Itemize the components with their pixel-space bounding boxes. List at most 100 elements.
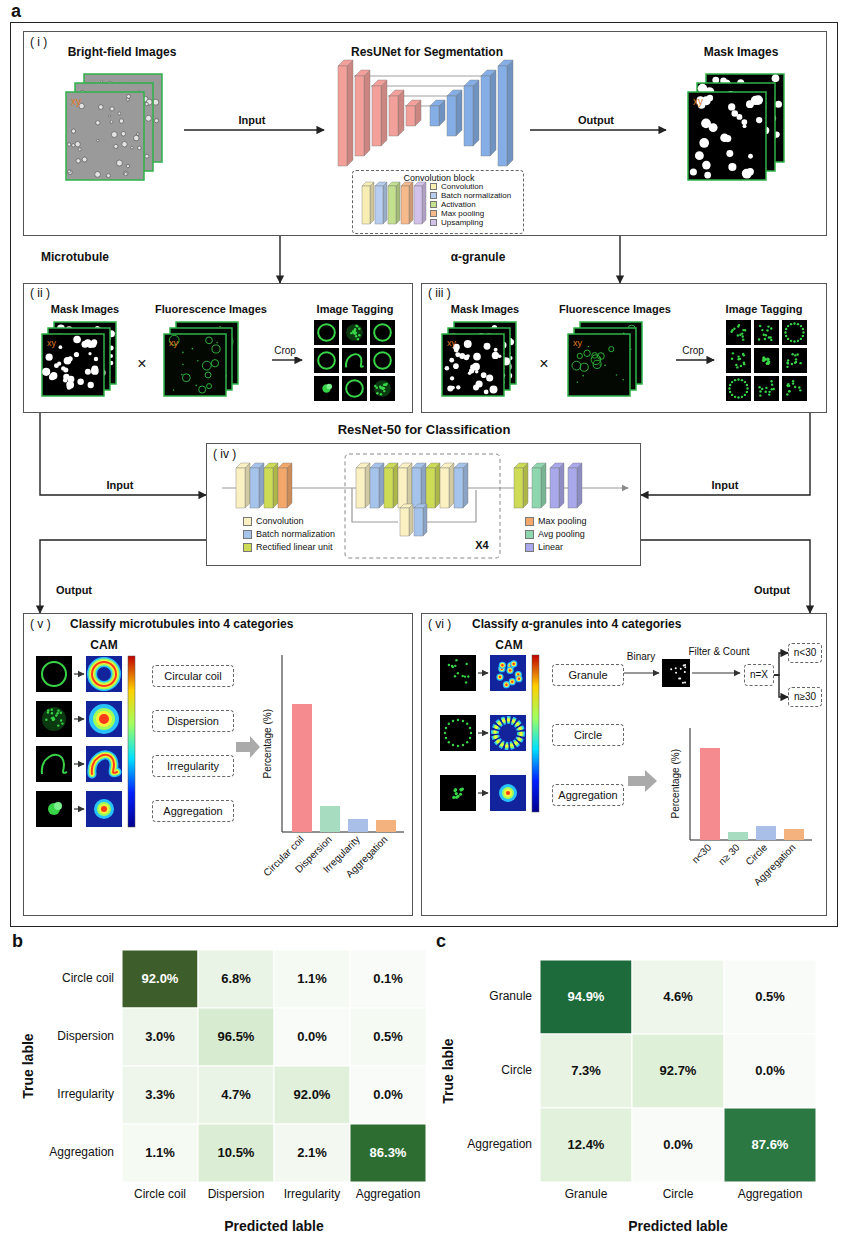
illustration-part (354, 331, 356, 333)
illustration-part (802, 331, 804, 333)
matrix-cell: 92.0% (294, 1088, 331, 1103)
illustration-part (463, 463, 468, 508)
step-panel: ( iii )Mask ImagesxyFluorescence Imagesx… (421, 283, 827, 413)
illustration-part (104, 118, 107, 121)
illustration-part (205, 372, 211, 378)
illustration-part (514, 463, 528, 468)
illustration-part (465, 681, 467, 683)
row-header: Dispersion (57, 1030, 114, 1044)
illustration-part (205, 342, 207, 344)
step-number: ( ii ) (30, 287, 50, 301)
illustration-part (782, 320, 807, 345)
illustration-part (36, 656, 72, 692)
illustration-part (75, 142, 80, 147)
illustration-part (461, 787, 464, 790)
legend-swatch (430, 210, 437, 217)
illustration-part (354, 330, 356, 332)
illustration-part (101, 81, 103, 83)
illustration-part (504, 682, 509, 687)
illustration-part (500, 366, 504, 370)
step-number: ( iv ) (213, 448, 236, 462)
illustration-part (622, 357, 629, 364)
illustration-part (47, 709, 49, 711)
illustration-part (122, 950, 198, 1008)
illustration-part (759, 390, 761, 392)
image-stack (568, 322, 642, 396)
illustration-part (445, 727, 447, 729)
illustration-part (54, 322, 116, 384)
illustration-part (96, 363, 103, 370)
category-box: Aggregation (152, 800, 234, 822)
column-header: Dispersion (208, 1188, 265, 1202)
illustration-part (709, 106, 715, 112)
microtubule-examples (36, 656, 135, 827)
illustration-part (622, 379, 624, 381)
illustration-part (731, 394, 733, 396)
illustration-part (96, 711, 112, 727)
illustration-part (353, 332, 355, 334)
illustration-part (517, 673, 519, 675)
illustration-part (499, 784, 517, 802)
illustration-part (459, 353, 465, 359)
illustration-part (690, 168, 697, 175)
illustration-part (133, 106, 136, 109)
illustration-part (490, 70, 496, 156)
illustration-part (478, 672, 488, 673)
illustration-part (508, 663, 513, 668)
illustration-part (498, 332, 502, 336)
axis-tag: xy (47, 338, 56, 348)
illustration-part (500, 663, 505, 668)
illustration-part (400, 504, 413, 508)
illustration-part (599, 364, 601, 366)
edge-label: Input (105, 479, 136, 492)
illustration-part (675, 667, 677, 669)
illustration-part (379, 385, 381, 387)
illustration-part (731, 329, 733, 331)
illustration-part (577, 350, 584, 357)
image-group: Image Tagging (714, 296, 814, 410)
illustration-part (704, 162, 710, 168)
illustration-part (462, 744, 464, 746)
image-title: Mask Images (704, 46, 779, 60)
illustration-part (68, 356, 73, 361)
illustration-part (786, 362, 788, 364)
illustration-part (492, 325, 497, 330)
illustration-part (768, 133, 776, 141)
illustration-part (799, 362, 801, 364)
illustration-part (448, 723, 450, 725)
illustration-part (489, 328, 493, 332)
illustration-part (354, 76, 496, 77)
illustration-part (90, 163, 94, 167)
illustration-part (86, 99, 90, 103)
edge-label: Output (576, 114, 616, 127)
matrix-cell: 87.6% (752, 1138, 789, 1153)
illustration-part (440, 775, 476, 811)
illustration-part (697, 83, 775, 171)
illustration-part (454, 322, 516, 384)
flow-arrow (641, 413, 810, 495)
illustration-part (393, 463, 398, 508)
illustration-part (209, 361, 211, 363)
illustration-part (514, 468, 523, 508)
illustration-part (787, 325, 789, 327)
illustration-part (375, 186, 383, 224)
illustration-part (94, 357, 98, 361)
image-group: Mask Imagesxy (666, 42, 816, 192)
illustration-part (622, 375, 629, 382)
illustration-part (97, 94, 102, 99)
step-label: Filter & Count (688, 646, 749, 658)
illustration-part (550, 468, 559, 508)
flow-arrow (40, 413, 206, 495)
illustration-part (99, 804, 109, 814)
illustration-part (762, 113, 771, 122)
illustration-part (742, 353, 744, 355)
illustration-part (802, 335, 804, 337)
illustration-part (787, 362, 789, 364)
axis-tag: xy (573, 338, 582, 348)
illustration-part (99, 714, 109, 724)
illustration-part (57, 724, 59, 726)
illustration-part (219, 326, 221, 328)
illustration-part (511, 662, 516, 667)
illustration-part (746, 391, 748, 393)
illustration-part (374, 380, 391, 397)
